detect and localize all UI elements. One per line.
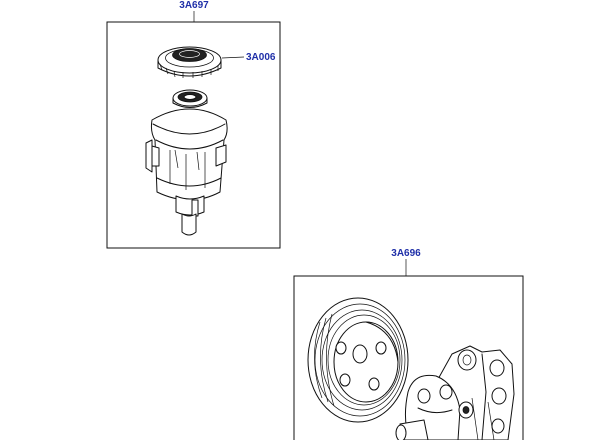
- reservoir-cap[interactable]: [157, 46, 222, 78]
- pump-housing[interactable]: [395, 374, 474, 440]
- callout-3A006[interactable]: 3A006: [246, 52, 276, 63]
- reservoir-assembly: 3A697 3A006: [106, 0, 281, 249]
- callout-3A696[interactable]: 3A696: [391, 248, 421, 259]
- pump-pulley[interactable]: [307, 297, 409, 423]
- reservoir-seal-ring: [172, 89, 208, 108]
- callout-3A697[interactable]: 3A697: [179, 0, 209, 11]
- pump-assembly: 3A696: [293, 248, 524, 440]
- reservoir-body[interactable]: [145, 108, 228, 236]
- leader-line-3A006: [221, 56, 245, 59]
- reservoir-frame: [106, 21, 281, 249]
- pump-frame: [293, 275, 524, 440]
